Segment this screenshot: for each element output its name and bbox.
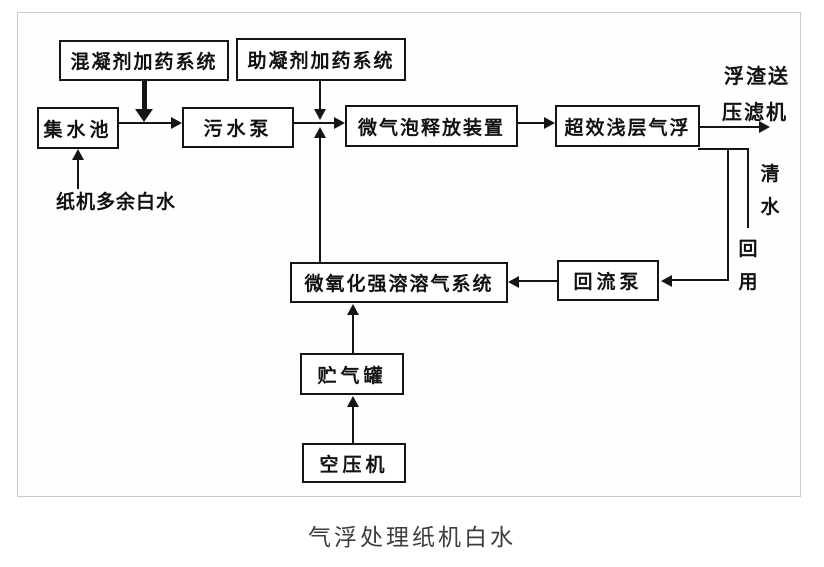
label-white-water-in: 纸机多余白水 xyxy=(56,192,177,213)
node-gas-storage-tank: 贮气罐 xyxy=(300,353,404,395)
flow-line-microbubble-to-daf xyxy=(518,122,545,124)
flow-line-tank-to-pump xyxy=(119,122,173,124)
node-flocculant-dosing-system: 助凝剂加药系统 xyxy=(236,38,406,81)
flow-line-reflux-to-dissolved xyxy=(519,280,557,282)
flow-line-compressor-up xyxy=(352,406,354,443)
node-coagulant-dosing-system: 混凝剂加药系统 xyxy=(59,40,229,81)
arrowhead-into-daf xyxy=(544,117,555,129)
arrowhead-into-sewage-pump xyxy=(171,117,182,129)
flow-line-scum-out xyxy=(700,126,760,128)
arrowhead-compressor-up xyxy=(347,396,359,407)
flow-line-recycle-down xyxy=(727,148,729,280)
flow-line-flocculant-down xyxy=(319,81,321,109)
flow-line-clear-water-down xyxy=(747,148,749,228)
node-sewage-pump: 污水泵 xyxy=(182,107,294,148)
arrowhead-flocculant-down xyxy=(314,109,326,120)
flow-line-daf-bottom-stub xyxy=(698,148,749,150)
node-microbubble-release-device: 微气泡释放装置 xyxy=(345,105,518,147)
node-collecting-tank: 集水池 xyxy=(37,107,119,149)
node-dissolved-air-system: 微氧化强溶溶气系统 xyxy=(290,262,508,303)
arrowhead-into-dissolved-air xyxy=(508,276,519,288)
arrowhead-coagulant-down xyxy=(135,109,153,122)
label-clear-water: 清水 xyxy=(760,164,780,218)
flow-line-white-water-up xyxy=(77,159,79,189)
arrowhead-gastank-up xyxy=(347,304,359,315)
node-air-compressor: 空压机 xyxy=(302,443,406,483)
arrowhead-scum-out xyxy=(759,121,770,133)
arrowhead-dissolved-air-up xyxy=(314,127,326,138)
arrowhead-white-water-up xyxy=(72,149,84,160)
diagram-border xyxy=(17,12,801,497)
arrowhead-into-microbubble xyxy=(334,117,345,129)
node-reflux-pump: 回流泵 xyxy=(557,260,659,301)
flow-line-dissolved-air-up xyxy=(319,137,321,262)
flow-line-to-reflux-pump xyxy=(672,279,729,281)
label-reuse: 回用 xyxy=(738,239,758,293)
node-shallow-layer-daf: 超效浅层气浮 xyxy=(555,105,700,147)
label-scum-line1: 浮渣送 xyxy=(724,66,790,88)
flow-line-pump-to-microbubble xyxy=(294,122,335,124)
label-scum-line2: 压滤机 xyxy=(722,102,788,124)
flow-line-gastank-up xyxy=(352,314,354,353)
arrowhead-into-reflux-pump xyxy=(661,275,672,287)
flow-line-coagulant-down xyxy=(142,80,147,110)
diagram-caption: 气浮处理纸机白水 xyxy=(308,524,516,550)
